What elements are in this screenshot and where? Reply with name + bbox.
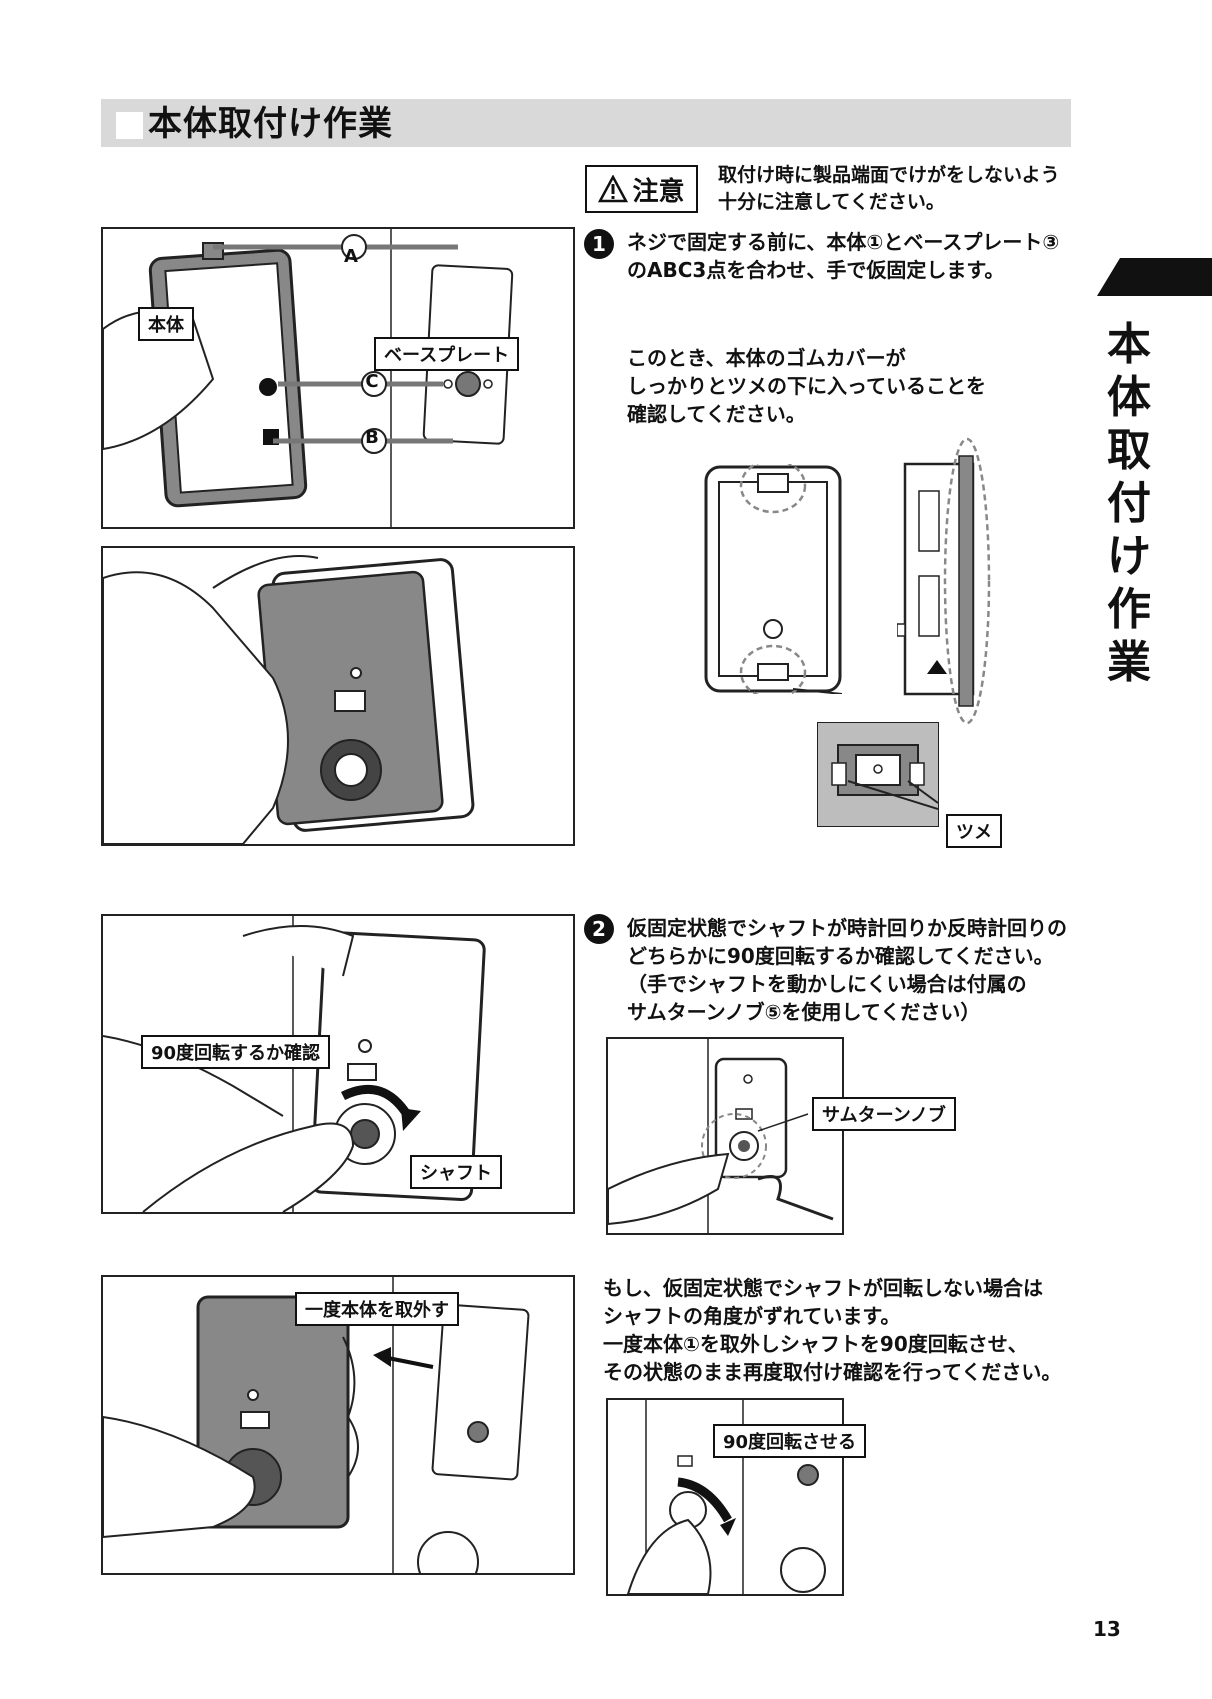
- side-section-title: 本体取付け作業: [1107, 319, 1151, 688]
- figure-rubber-cover-front: [703, 464, 843, 694]
- caution-label: 注意: [632, 176, 685, 207]
- label-base-plate: ベースプレート: [374, 337, 520, 371]
- caution-text: 取付け時に製品端面でけがをしないよう 十分に注意してください。: [718, 164, 1060, 213]
- label-rotate-90: 90度回転させる: [713, 1424, 867, 1458]
- point-a-label: A: [344, 246, 358, 267]
- step-1-note: このとき、本体のゴムカバーが しっかりとツメの下に入っていることを 確認してくだ…: [627, 346, 986, 426]
- step-1-number: 1: [584, 229, 614, 259]
- label-thumbturn: サムターンノブ: [812, 1097, 956, 1131]
- label-remove-once: 一度本体を取外す: [295, 1292, 459, 1326]
- step-2-number: 2: [584, 914, 614, 944]
- step-2-text: 仮固定状態でシャフトが時計回りか反時計回りの どちらかに90度回転するか確認して…: [627, 916, 1067, 1024]
- point-b-label: B: [365, 427, 379, 448]
- title-marker: [116, 112, 143, 139]
- section-title-bar: [101, 99, 1071, 147]
- section-tab: [1097, 258, 1212, 296]
- figure-rubber-cover-side: [897, 436, 992, 726]
- step-1-text: ネジで固定する前に、本体①とベースプレート③ のABC3点を合わせ、手で仮固定し…: [627, 230, 1060, 282]
- page-title: 本体取付け作業: [148, 104, 393, 144]
- figure-press-body: [101, 546, 575, 846]
- figure-claw-zoom: [817, 722, 939, 827]
- figure-alignment-abc: [101, 227, 575, 529]
- figure-thumbturn: [606, 1037, 844, 1235]
- point-c-label: C: [365, 371, 379, 392]
- warning-triangle-icon: [598, 175, 629, 203]
- label-shaft: シャフト: [410, 1155, 502, 1189]
- label-body: 本体: [138, 307, 194, 341]
- caution-badge: 注意: [585, 165, 698, 213]
- label-tsume: ツメ: [946, 814, 1002, 848]
- label-rotate-check: 90度回転するか確認: [141, 1035, 331, 1069]
- page-number: 13: [1093, 1617, 1121, 1641]
- step-2-extra-text: もし、仮固定状態でシャフトが回転しない場合は シャフトの角度がずれています。 一…: [603, 1276, 1062, 1384]
